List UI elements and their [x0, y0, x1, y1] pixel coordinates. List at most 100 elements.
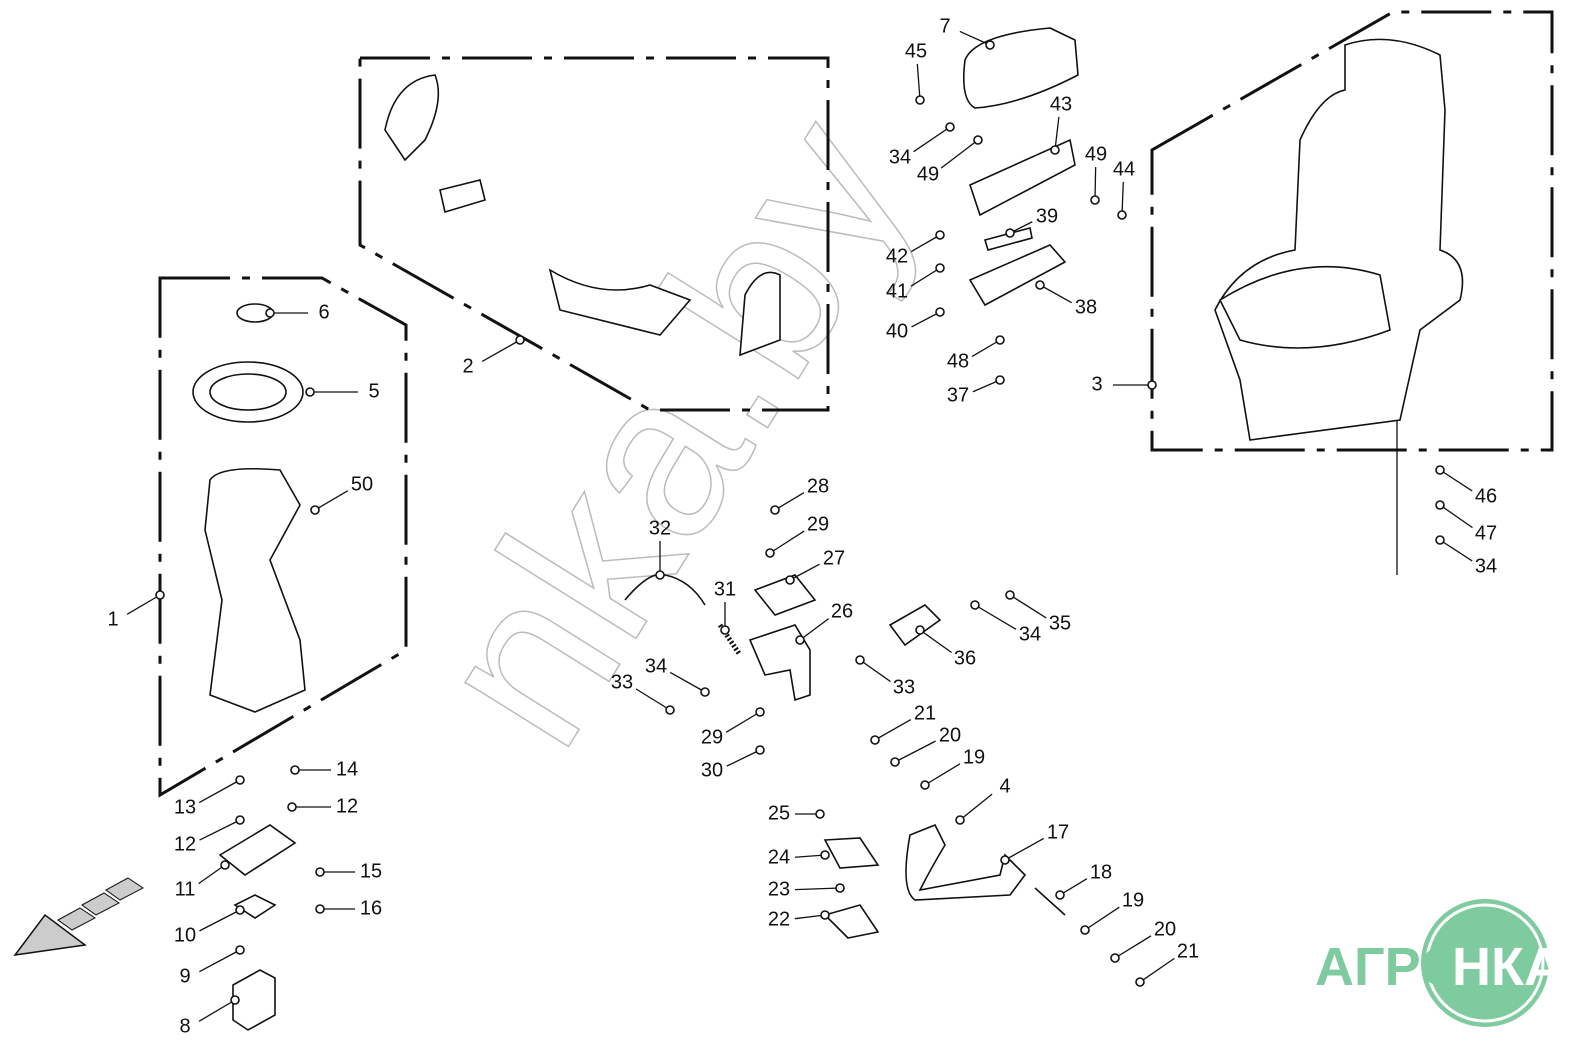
callout-40[interactable]: 40 — [886, 320, 908, 342]
callout-33[interactable]: 33 — [893, 676, 915, 698]
callout-19[interactable]: 19 — [1122, 889, 1144, 911]
leader-line — [126, 594, 161, 615]
hardware-part — [920, 780, 930, 790]
callout-43[interactable]: 43 — [1050, 93, 1072, 115]
callout-16[interactable]: 16 — [360, 897, 382, 919]
callout-34[interactable]: 34 — [1475, 555, 1497, 577]
hardware-part — [815, 809, 825, 819]
callout-12[interactable]: 12 — [174, 833, 196, 855]
callout-41[interactable]: 41 — [886, 280, 908, 302]
callout-46[interactable]: 46 — [1475, 485, 1497, 507]
callout-34[interactable]: 34 — [1019, 623, 1041, 645]
callout-37[interactable]: 37 — [947, 384, 969, 406]
hardware-part — [973, 135, 983, 145]
leader-line — [1009, 594, 1047, 619]
callout-12[interactable]: 12 — [336, 795, 358, 817]
sensor-cable — [624, 573, 706, 606]
pedal — [905, 823, 1027, 901]
callout-47[interactable]: 47 — [1475, 522, 1497, 544]
callout-34[interactable]: 34 — [645, 655, 667, 677]
leader-line — [794, 914, 826, 920]
callout-39[interactable]: 39 — [1036, 205, 1058, 227]
leader-line — [959, 30, 991, 46]
leader-line — [769, 530, 805, 554]
callout-44[interactable]: 44 — [1113, 158, 1135, 180]
callout-29[interactable]: 29 — [701, 726, 723, 748]
callout-29[interactable]: 29 — [807, 513, 829, 535]
hardware-part — [890, 757, 900, 767]
callout-50[interactable]: 50 — [351, 473, 373, 495]
callout-48[interactable]: 48 — [947, 350, 969, 372]
hardware-part — [985, 40, 995, 50]
callout-15[interactable]: 15 — [360, 860, 382, 882]
callout-14[interactable]: 14 — [336, 758, 358, 780]
hardware-part — [1135, 977, 1145, 987]
hardware-part — [1035, 280, 1045, 290]
callout-31[interactable]: 31 — [714, 578, 736, 600]
callout-33[interactable]: 33 — [611, 671, 633, 693]
callout-21[interactable]: 21 — [1177, 940, 1199, 962]
callout-26[interactable]: 26 — [831, 600, 853, 622]
hardware-part — [1435, 500, 1445, 510]
callout-21[interactable]: 21 — [914, 702, 936, 724]
group-1-boundary — [158, 276, 408, 798]
callout-42[interactable]: 42 — [886, 245, 908, 267]
leader-line — [1004, 837, 1045, 861]
callout-1[interactable]: 1 — [107, 608, 118, 630]
hardware-part — [935, 263, 945, 273]
hardware-part — [1050, 145, 1060, 155]
hardware-part — [995, 375, 1005, 385]
callout-49[interactable]: 49 — [917, 163, 939, 185]
callout-11[interactable]: 11 — [175, 878, 196, 900]
hardware-part — [1080, 925, 1090, 935]
callout-38[interactable]: 38 — [1075, 296, 1097, 318]
callout-35[interactable]: 35 — [1049, 612, 1071, 634]
callout-34[interactable]: 34 — [889, 146, 911, 168]
leader-line — [1114, 935, 1152, 959]
callout-10[interactable]: 10 — [174, 924, 196, 946]
hardware-part — [1090, 195, 1100, 205]
callout-9[interactable]: 9 — [179, 965, 190, 987]
callout-27[interactable]: 27 — [823, 547, 845, 569]
hardware-part — [855, 655, 865, 665]
callout-22[interactable]: 22 — [768, 908, 790, 930]
callout-36[interactable]: 36 — [954, 647, 976, 669]
callout-28[interactable]: 28 — [807, 475, 829, 497]
callout-4[interactable]: 4 — [999, 775, 1010, 797]
bracket-22 — [823, 904, 880, 939]
callout-30[interactable]: 30 — [701, 759, 723, 781]
callout-8[interactable]: 8 — [179, 1015, 190, 1037]
callout-13[interactable]: 13 — [174, 796, 196, 818]
callout-23[interactable]: 23 — [768, 878, 790, 900]
callout-19[interactable]: 19 — [963, 746, 985, 768]
callout-49[interactable]: 49 — [1085, 143, 1107, 165]
clip — [983, 227, 1033, 251]
hardware-part — [935, 307, 945, 317]
callout-5[interactable]: 5 — [368, 380, 379, 402]
callout-20[interactable]: 20 — [939, 724, 961, 746]
callout-24[interactable]: 24 — [768, 846, 790, 868]
callout-20[interactable]: 20 — [1154, 918, 1176, 940]
callout-17[interactable]: 17 — [1047, 821, 1069, 843]
callout-45[interactable]: 45 — [905, 40, 927, 62]
hardware-part — [515, 335, 525, 345]
leader-line — [799, 618, 830, 641]
hardware-part — [915, 95, 925, 105]
hardware-part — [315, 867, 325, 877]
direction-arrow-dash-2 — [81, 892, 120, 916]
hardware-part — [315, 904, 325, 914]
callout-7[interactable]: 7 — [939, 15, 950, 37]
callout-18[interactable]: 18 — [1090, 861, 1112, 883]
hardware-part — [720, 625, 730, 635]
bracket-24 — [823, 837, 880, 869]
callout-32[interactable]: 32 — [649, 517, 671, 539]
callout-2[interactable]: 2 — [462, 355, 473, 377]
logo-text-right: НКА — [1452, 937, 1563, 997]
hardware-part — [235, 905, 245, 915]
callout-25[interactable]: 25 — [768, 802, 790, 824]
plate — [753, 574, 817, 616]
callout-6[interactable]: 6 — [318, 301, 329, 323]
callout-3[interactable]: 3 — [1091, 373, 1102, 395]
hardware-part — [265, 308, 275, 318]
